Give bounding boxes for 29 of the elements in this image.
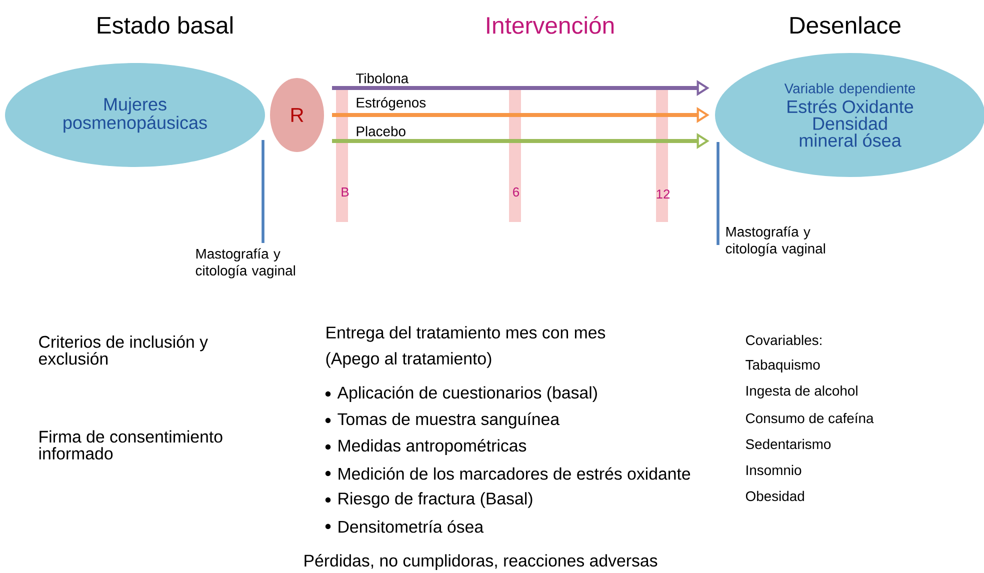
covariate-text: Ingesta de alcohol bbox=[746, 386, 858, 398]
ellipse-node: Mujeres posmenopáusicas bbox=[5, 63, 265, 167]
bullet-item: Riesgo de fractura (Basal) bbox=[325, 492, 532, 508]
bullet-item: Densitometría ósea bbox=[325, 520, 484, 533]
timepoint-label: 12 bbox=[656, 189, 670, 199]
heading: Intervención bbox=[487, 16, 614, 34]
covariate-text: Tabaquismo bbox=[746, 360, 820, 372]
edge-label: Placebo bbox=[354, 124, 408, 138]
note-text: Criterios de inclusión y exclusión bbox=[39, 335, 208, 365]
note-text: Mastografía y citología vaginal bbox=[196, 248, 295, 278]
covariate-text: Insomnio bbox=[746, 464, 802, 476]
note-text: Pérdidas, no cumplidoras, reacciones adversas bbox=[304, 554, 658, 570]
timepoint-label: B bbox=[342, 188, 349, 196]
covariate-text: Consumo de cafeína bbox=[746, 412, 874, 424]
timepoint-label: 6 bbox=[513, 187, 520, 197]
edge-label: Tibolona bbox=[354, 72, 410, 85]
edge-label: Estrógenos bbox=[354, 96, 428, 112]
bullet-item: Medidas antropométricas bbox=[325, 439, 526, 455]
note-text: Firma de consentimiento informado bbox=[39, 430, 222, 460]
note-text: Entrega del tratamiento mes con mes bbox=[326, 326, 606, 342]
bullet-item: Aplicación de cuestionarios (basal) bbox=[325, 386, 597, 402]
heading: Estado basal bbox=[98, 16, 232, 34]
note-text: (Apego al tratamiento) bbox=[326, 352, 492, 368]
covariate-text: Covariables: bbox=[746, 334, 822, 346]
note-text: Mastografía y citología vaginal bbox=[726, 226, 825, 256]
covariate-text: Sedentarismo bbox=[746, 438, 831, 450]
covariate-text: Obesidad bbox=[746, 490, 804, 502]
bullet-item: Medición de los marcadores de estrés oxidante bbox=[325, 467, 690, 480]
bullet-item: Tomas de muestra sanguínea bbox=[325, 412, 560, 428]
